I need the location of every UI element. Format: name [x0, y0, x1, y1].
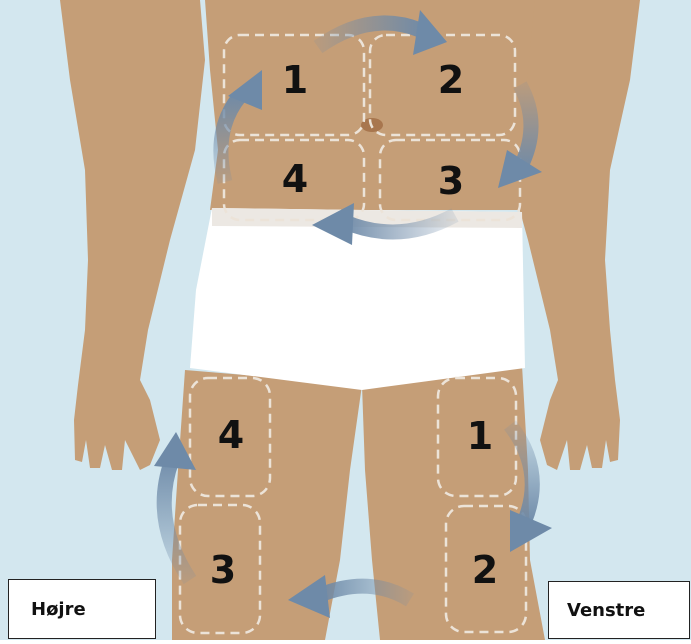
underwear — [190, 208, 525, 390]
abdomen-zone-1-number: 1 — [282, 58, 308, 102]
abdomen-zone-3-number: 3 — [438, 159, 464, 203]
right-side-label: Højre — [8, 579, 156, 639]
abdomen-zone-4-number: 4 — [282, 157, 308, 201]
left-side-label: Venstre — [548, 581, 690, 639]
left-leg — [362, 365, 545, 640]
abdomen-zone-2-number: 2 — [438, 58, 464, 102]
right-thigh-zone-4-number: 4 — [218, 413, 244, 457]
right-thigh-zone-3-number: 3 — [210, 548, 236, 592]
left-thigh-zone-1-number: 1 — [467, 414, 493, 458]
left-thigh-zone-2-number: 2 — [472, 548, 498, 592]
